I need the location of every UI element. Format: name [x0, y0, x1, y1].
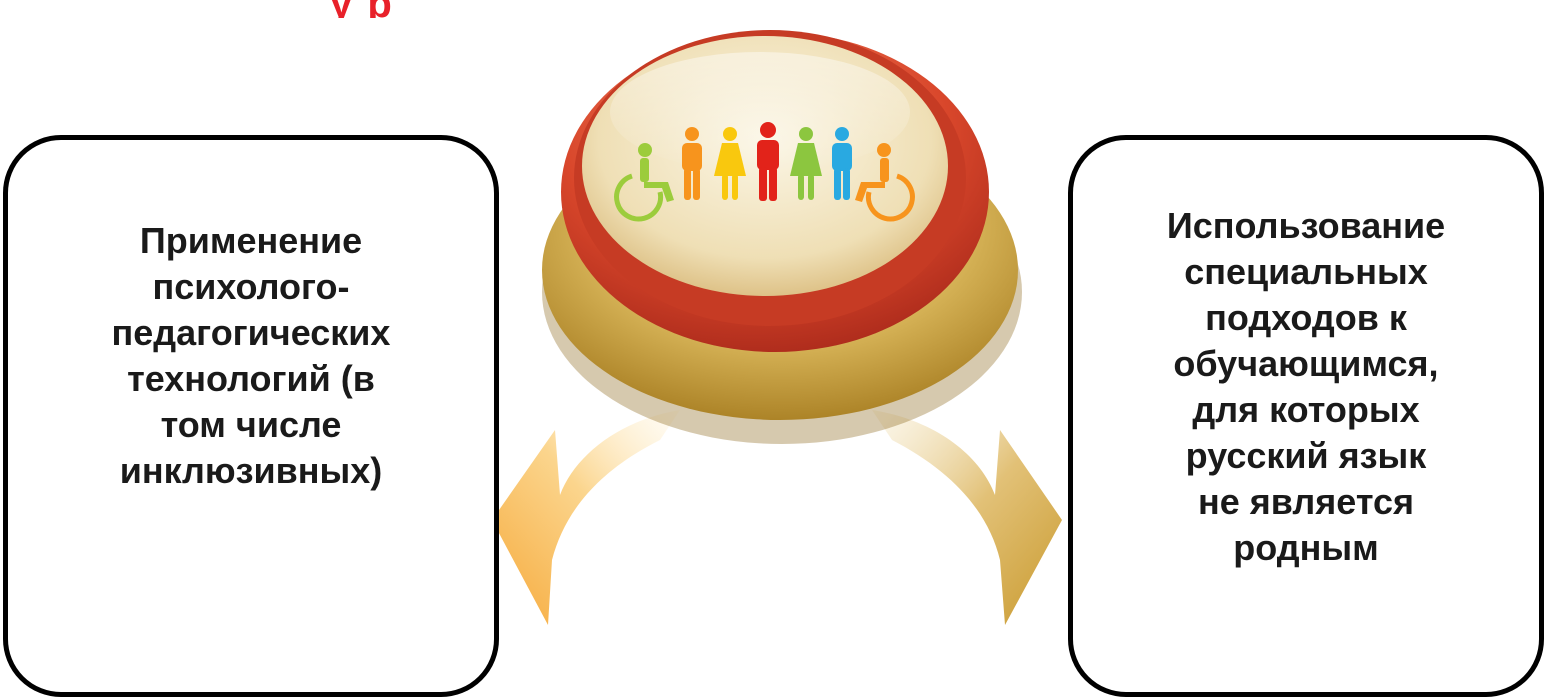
arrow-left: [492, 410, 680, 625]
title-fragment: у р: [330, 0, 590, 18]
right-box-text: Использование специальных подходов к обу…: [1166, 205, 1446, 568]
title-fragment-text: у р: [330, 0, 590, 18]
left-box-text: Применение психолого- педагогических тех…: [111, 220, 391, 491]
left-text-box: Применение психолого- педагогических тех…: [3, 135, 499, 697]
center-button: [542, 30, 1022, 444]
arrow-right: [872, 410, 1062, 625]
right-text-box: Использование специальных подходов к обу…: [1068, 135, 1544, 697]
inclusive-people-icon: [614, 122, 915, 222]
